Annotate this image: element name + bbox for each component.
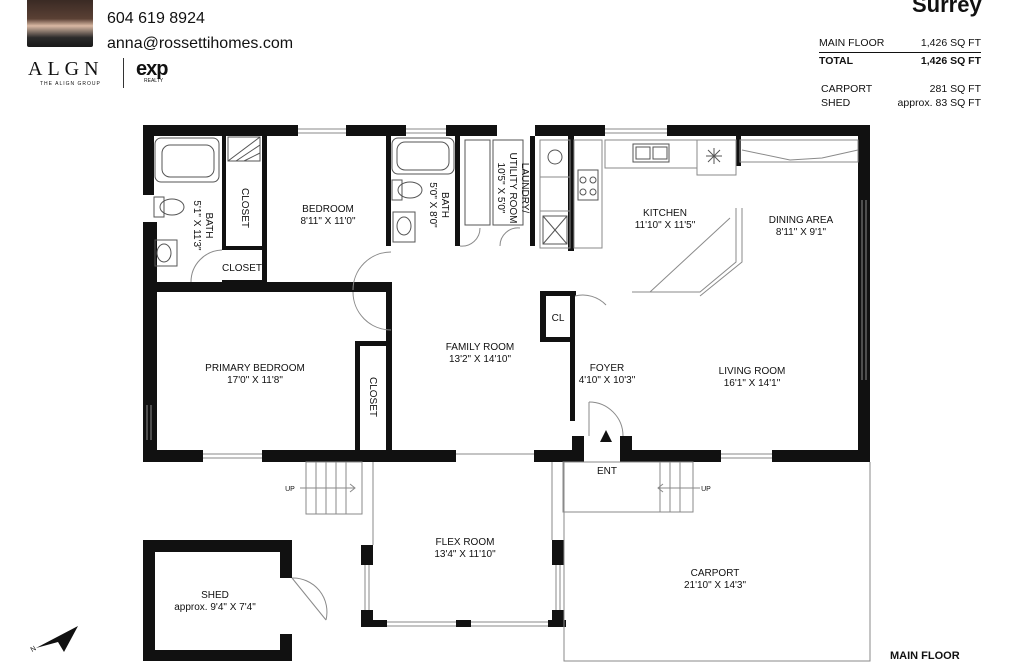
room-closet-a: CLOSET — [239, 187, 250, 228]
room-cl: CL — [551, 313, 565, 324]
floor-label: MAIN FLOOR — [890, 650, 960, 662]
exp-logo: exp REALTY — [136, 58, 168, 84]
label-up-2: UP — [701, 486, 711, 493]
north-compass-icon — [36, 626, 78, 652]
label-up-1: UP — [285, 486, 295, 493]
agent-photo — [27, 0, 93, 47]
brand-divider — [123, 58, 124, 88]
room-closet-b: CLOSET — [222, 263, 263, 274]
label-ent: ENT — [597, 466, 617, 477]
area-row-carport: CARPORT 281 SQ FT — [821, 83, 981, 95]
city-title: Surrey — [912, 0, 982, 17]
area-row-total: TOTAL 1,426 SQ FT — [819, 55, 981, 67]
area-table-divider — [819, 52, 981, 53]
align-logo: ALGN THE ALIGN GROUP — [28, 58, 104, 87]
area-row-shed: SHED approx. 83 SQ FT — [821, 97, 981, 109]
agent-email: anna@rossettihomes.com — [107, 35, 294, 52]
agent-phone: 604 619 8924 — [107, 10, 205, 27]
room-closet-c: CLOSET — [367, 376, 378, 417]
area-row-main: MAIN FLOOR 1,426 SQ FT — [819, 37, 981, 49]
entry-arrow-icon — [600, 430, 612, 442]
